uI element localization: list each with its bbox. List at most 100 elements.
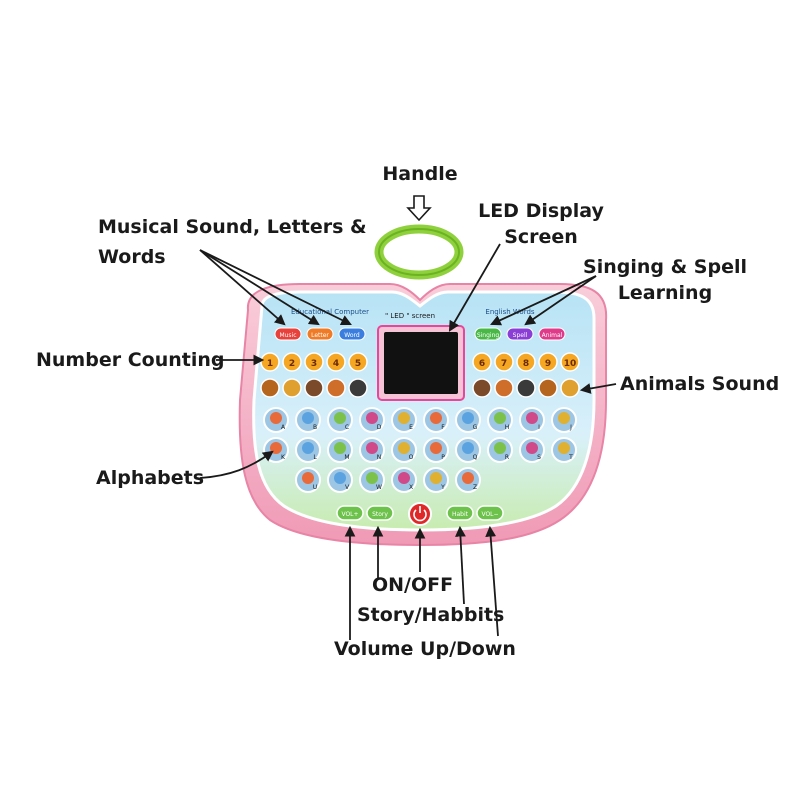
alphabet-key-label: F [441, 424, 445, 431]
alphabet-key-picture [430, 412, 442, 424]
alphabet-key-label: I [538, 424, 540, 431]
alphabet-key-label: G [473, 424, 478, 431]
singing-button[interactable] [474, 327, 502, 341]
number-key-label: 9 [545, 359, 551, 369]
story-habbits-callout: Story/Habbits [357, 604, 505, 626]
number-key[interactable] [538, 352, 558, 372]
animal-key[interactable] [304, 378, 324, 398]
animal-key[interactable] [260, 378, 280, 398]
singing-callout-line1: Singing & Spell [583, 256, 747, 278]
number-key[interactable] [516, 352, 536, 372]
alphabet-key-picture [494, 442, 506, 454]
animal-key[interactable] [472, 378, 492, 398]
alphabet-key-label: A [281, 424, 286, 431]
singing-button-label: Singing [477, 332, 500, 339]
annotation-lines [199, 195, 617, 640]
alphabet-key-label: M [344, 454, 349, 461]
alphabet-key-label: O [409, 454, 414, 461]
mode-buttons-right: Singing Spell Animal [474, 327, 566, 341]
down-arrow-icon [406, 195, 432, 222]
alphabet-key-label: B [313, 424, 317, 431]
alphabet-key-picture [430, 472, 442, 484]
alphabet-key-label: N [377, 454, 382, 461]
bottom-button[interactable] [336, 505, 364, 521]
alphabet-key-picture [366, 442, 378, 454]
animal-key[interactable] [494, 378, 514, 398]
number-key[interactable] [282, 352, 302, 372]
alphabet-key-label: K [281, 454, 286, 461]
mode-buttons-left: Music Letter Word [274, 327, 366, 341]
power-button[interactable] [408, 502, 432, 526]
letter-button-label: Letter [311, 332, 329, 339]
letter-button[interactable] [306, 327, 334, 341]
number-key[interactable] [560, 352, 580, 372]
alphabet-key-label: V [345, 484, 350, 491]
alphabets-callout: Alphabets [96, 467, 205, 489]
musical-callout-line2: Words [98, 246, 166, 268]
alphabet-key-picture [366, 472, 378, 484]
alphabet-key-label: W [376, 484, 382, 491]
alphabet-key-picture [462, 412, 474, 424]
alphabet-key-label: H [505, 424, 510, 431]
number-key[interactable] [348, 352, 368, 372]
number-key-label: 8 [523, 359, 529, 369]
word-button-label: Word [344, 332, 360, 339]
spell-button-label: Spell [513, 332, 528, 339]
animal-key[interactable] [538, 378, 558, 398]
alphabet-key-label: Y [440, 484, 445, 491]
alphabet-key-label: J [569, 424, 572, 431]
alphabet-key-picture [334, 412, 346, 424]
alphabet-key-picture [302, 442, 314, 454]
alphabet-key-picture [270, 412, 282, 424]
bottom-button[interactable] [366, 505, 394, 521]
number-counting-callout: Number Counting [36, 349, 225, 371]
alphabet-key-picture [462, 442, 474, 454]
number-key-label: 1 [267, 359, 273, 369]
led-display-callout-line1: LED Display [478, 200, 604, 222]
animal-keys [260, 378, 580, 398]
alphabet-key-picture [302, 412, 314, 424]
panel-right-title: English Words [485, 308, 534, 316]
animal-button[interactable] [538, 327, 566, 341]
animal-key[interactable] [516, 378, 536, 398]
bottom-button[interactable] [446, 505, 474, 521]
alphabet-key-picture [462, 472, 474, 484]
number-key[interactable] [304, 352, 324, 372]
alphabet-key-label: Q [473, 454, 478, 461]
number-key[interactable] [326, 352, 346, 372]
number-key[interactable] [472, 352, 492, 372]
animal-key[interactable] [560, 378, 580, 398]
alphabet-key-label: C [345, 424, 349, 431]
word-button[interactable] [338, 327, 366, 341]
number-key-label: 7 [501, 359, 507, 369]
alphabet-key-picture [494, 412, 506, 424]
spell-button[interactable] [506, 327, 534, 341]
number-key-label: 5 [355, 359, 361, 369]
animals-sound-callout: Animals Sound [620, 373, 780, 395]
alphabet-key-picture [302, 472, 314, 484]
bottom-button[interactable] [476, 505, 504, 521]
alphabet-key-picture [398, 472, 410, 484]
bottom-button-label: Story [372, 511, 388, 518]
music-button-label: Music [279, 332, 296, 339]
bottom-button-label: VOL− [481, 511, 498, 518]
music-button[interactable] [274, 327, 302, 341]
alphabet-key-picture [334, 472, 346, 484]
animal-key[interactable] [326, 378, 346, 398]
alphabet-key-picture [526, 442, 538, 454]
alphabet-key-picture [430, 442, 442, 454]
animal-key[interactable] [282, 378, 302, 398]
alphabet-key-label: R [505, 454, 509, 461]
animal-key[interactable] [348, 378, 368, 398]
alphabet-key-picture [558, 412, 570, 424]
bottom-button-label: Habit [452, 511, 469, 518]
number-key[interactable] [494, 352, 514, 372]
alphabet-key-label: D [377, 424, 382, 431]
animal-button-label: Animal [542, 332, 563, 339]
musical-callout: Musical Sound, Letters & Words [98, 214, 367, 270]
alphabet-key-picture [398, 442, 410, 454]
number-key-label: 10 [564, 359, 577, 369]
